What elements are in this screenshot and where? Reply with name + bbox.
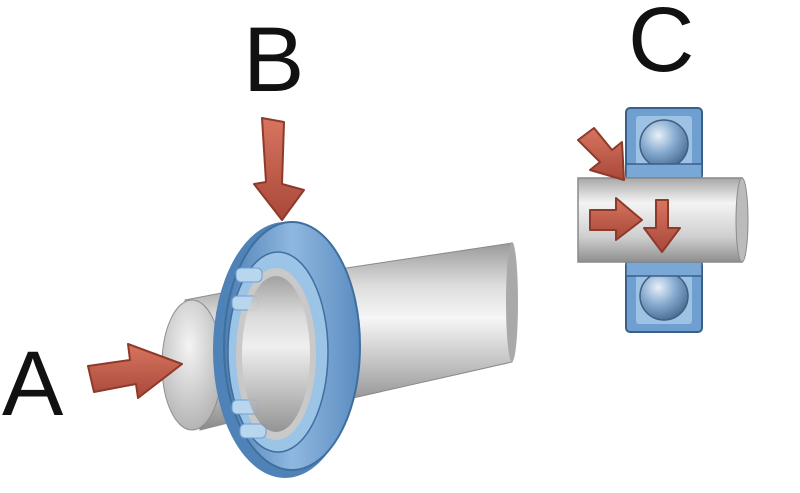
lower-bearing	[625, 261, 703, 333]
arrow-right-icon	[87, 343, 183, 399]
upper-bearing	[625, 107, 703, 179]
arrow-diagonal-icon	[577, 127, 625, 181]
arrow-down-icon	[643, 199, 681, 253]
label-c: C	[628, 0, 695, 91]
label-b: B	[243, 9, 305, 111]
arrow-down-icon	[253, 117, 305, 221]
label-a: A	[2, 333, 64, 435]
arrow-right-icon	[589, 197, 643, 241]
bearing-left	[213, 221, 361, 478]
